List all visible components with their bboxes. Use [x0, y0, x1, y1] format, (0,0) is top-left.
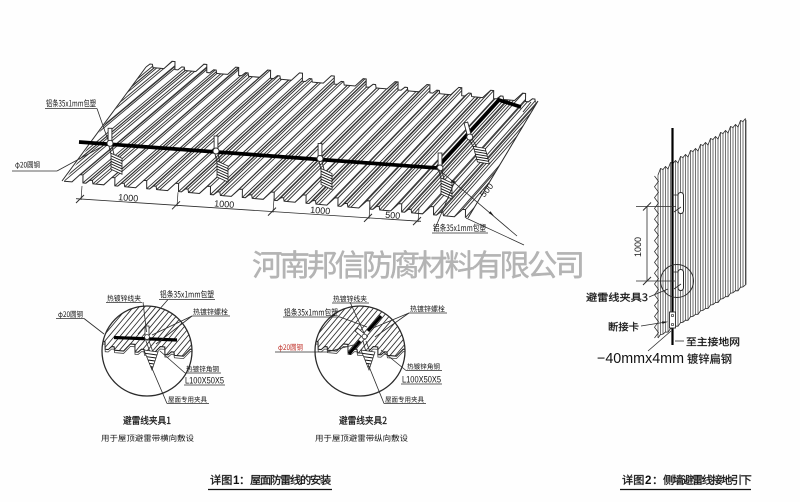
- svg-text:1000: 1000: [310, 205, 331, 216]
- svg-text:L100X50X5: L100X50X5: [185, 376, 224, 387]
- svg-text:1000: 1000: [214, 198, 235, 209]
- svg-text:1000: 1000: [633, 237, 643, 257]
- svg-text:1000: 1000: [118, 192, 139, 203]
- svg-text:L100X50X5: L100X50X5: [402, 375, 441, 386]
- svg-text:2: 2: [645, 475, 651, 487]
- svg-text:500: 500: [385, 210, 401, 221]
- svg-text:−40mmx4mm: −40mmx4mm: [597, 351, 684, 367]
- svg-text:1: 1: [233, 475, 240, 487]
